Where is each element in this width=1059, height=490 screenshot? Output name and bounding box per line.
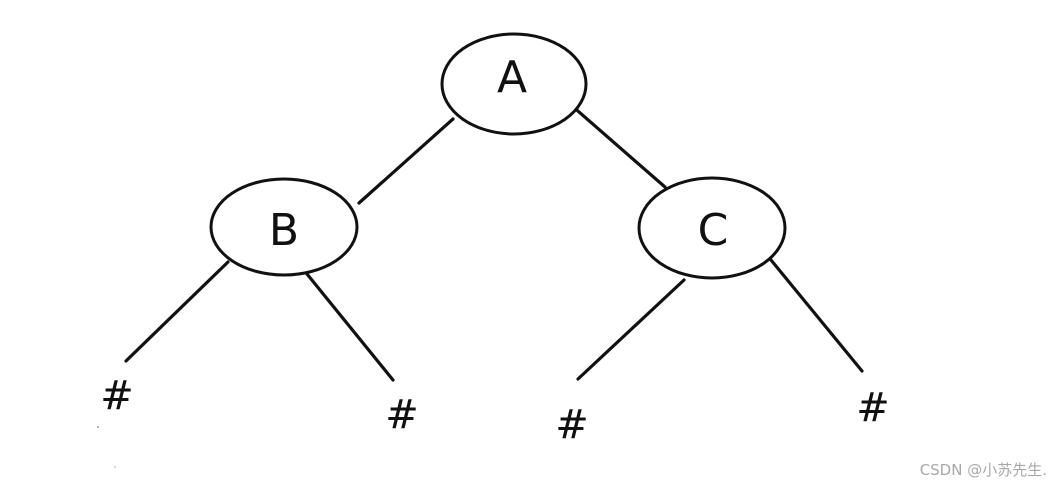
node-b: B — [209, 177, 359, 277]
null-leaf-b-left: # — [100, 373, 134, 419]
edge-b-right-leaf — [305, 272, 395, 382]
null-leaf-c-left: # — [555, 402, 589, 448]
node-b-ellipse — [209, 177, 359, 277]
node-c-ellipse — [637, 176, 787, 280]
scan-specks — [97, 426, 116, 468]
edge-a-b — [357, 117, 455, 205]
scan-speck — [97, 426, 99, 428]
edge-c-right-leaf — [769, 258, 864, 373]
null-leaf-c-right: # — [856, 385, 890, 431]
node-b-label: B — [269, 205, 299, 256]
node-c: C — [637, 176, 787, 280]
edge-b-left-leaf — [124, 260, 230, 363]
node-a-ellipse — [440, 32, 588, 136]
csdn-watermark: CSDN @小苏先生. — [919, 461, 1047, 479]
scan-speck — [114, 466, 116, 468]
edge-c-left-leaf — [576, 278, 686, 381]
node-c-label: C — [698, 205, 729, 256]
node-a-label: A — [497, 52, 527, 103]
edge-a-c — [569, 103, 667, 189]
edges — [124, 103, 864, 382]
node-a: A — [440, 32, 588, 136]
null-leaf-b-right: # — [385, 392, 419, 438]
null-leaves: # # # # — [100, 373, 890, 448]
